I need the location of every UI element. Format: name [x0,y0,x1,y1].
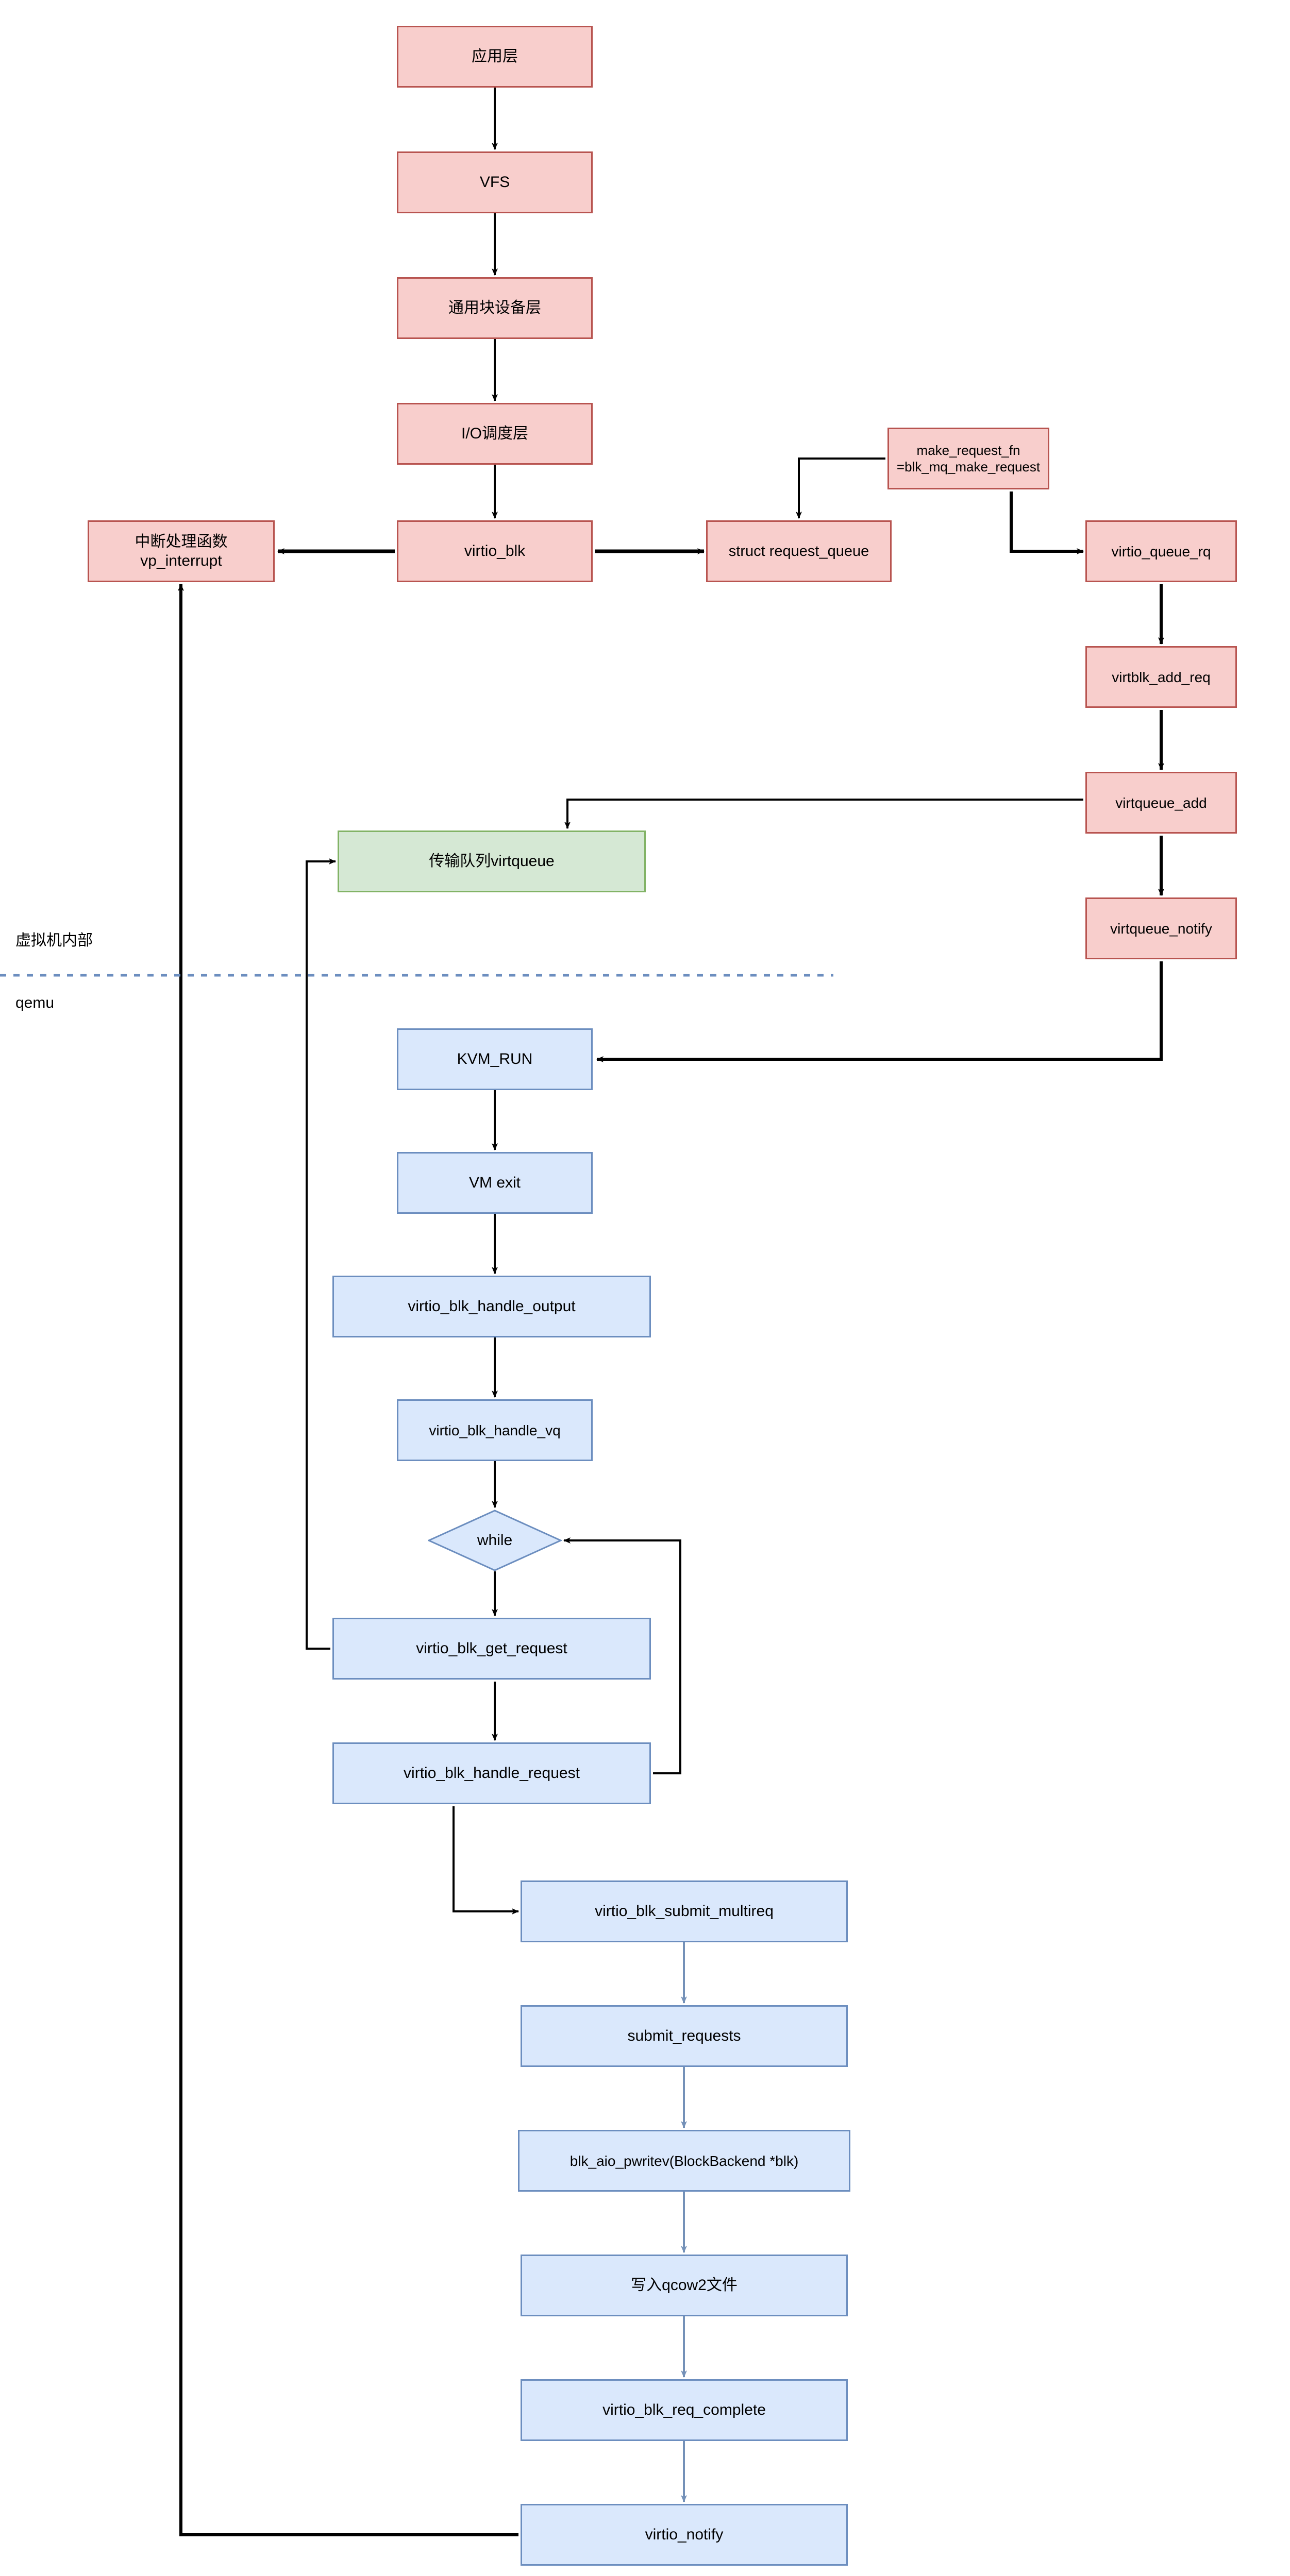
zone-label-host: qemu [15,994,55,1011]
node-vfs[interactable]: VFS [397,151,593,213]
node-kvm-run[interactable]: KVM_RUN [397,1028,593,1090]
node-virtio-queue-rq[interactable]: virtio_queue_rq [1085,520,1237,582]
edge-make-request-fn-to-virtio-queue-rq [1010,492,1084,554]
node-struct-request-queue[interactable]: struct request_queue [706,520,892,582]
edge-virtqueue-add-to-virtqueue [564,799,1083,829]
zone-label-guest: 虚拟机内部 [15,932,93,949]
node-virtqueue[interactable]: 传输队列virtqueue [338,831,646,892]
node-virtio-blk-get-request[interactable]: virtio_blk_get_request [332,1618,651,1680]
node-submit-requests[interactable]: submit_requests [521,2005,848,2067]
node-virtblk-add-req[interactable]: virtblk_add_req [1085,646,1237,708]
edge-handle-request-to-submit-multireq [453,1806,519,1914]
node-io-scheduler-layer[interactable]: I/O调度层 [397,403,593,465]
node-generic-block-layer[interactable]: 通用块设备层 [397,277,593,339]
node-app[interactable]: 应用层 [397,26,593,88]
node-virtqueue-notify[interactable]: virtqueue_notify [1085,897,1237,959]
node-while-decision[interactable]: while [428,1510,562,1571]
node-virtio-blk-req-complete[interactable]: virtio_blk_req_complete [521,2379,848,2441]
node-make-request-fn[interactable]: make_request_fn =blk_mq_make_request [887,428,1049,489]
node-virtio-blk-handle-output[interactable]: virtio_blk_handle_output [332,1276,651,1337]
node-virtqueue-add[interactable]: virtqueue_add [1085,772,1237,834]
diamond-shape [428,1510,562,1571]
node-virtio-blk-submit-multireq[interactable]: virtio_blk_submit_multireq [521,1880,848,1942]
node-virtio-blk-handle-request[interactable]: virtio_blk_handle_request [332,1742,651,1804]
node-virtio-blk-handle-vq[interactable]: virtio_blk_handle_vq [397,1399,593,1461]
node-vp-interrupt[interactable]: 中断处理函数 vp_interrupt [88,520,275,582]
node-virtio-blk[interactable]: virtio_blk [397,520,593,582]
node-blk-aio-pwritev[interactable]: blk_aio_pwritev(BlockBackend *blk) [518,2130,850,2192]
edge-make-request-fn-to-request-queue [796,457,885,519]
node-while-label: while [477,1532,513,1549]
node-write-qcow2-file[interactable]: 写入qcow2文件 [521,2255,848,2316]
edge-get-request-to-virtqueue [306,858,336,1650]
edge-virtqueue-notify-to-kvm-run [596,961,1163,1062]
node-vm-exit[interactable]: VM exit [397,1152,593,1214]
node-virtio-notify[interactable]: virtio_notify [521,2504,848,2566]
